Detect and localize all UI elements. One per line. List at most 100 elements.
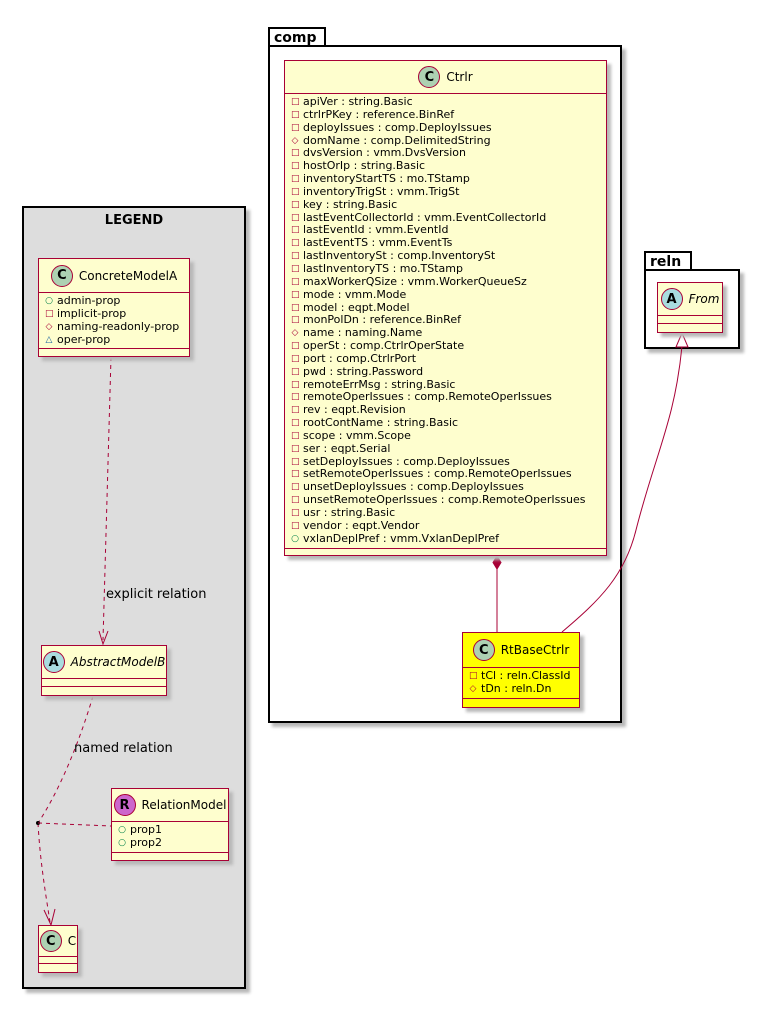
package-reln-tab: reln — [644, 251, 692, 271]
method-list — [463, 699, 579, 707]
visibility-icon: □ — [291, 366, 300, 377]
attribute-text: lastInventoryTS : mo.TStamp — [303, 261, 463, 275]
attribute-row: □key : string.Basic — [291, 197, 606, 212]
attribute-text: hostOrIp : string.Basic — [303, 159, 426, 173]
class-concretemodela[interactable]: C ConcreteModelA ○admin-prop□implicit-pr… — [38, 258, 190, 357]
generalization-arrowhead — [675, 331, 689, 348]
visibility-icon: □ — [291, 508, 300, 518]
attribute-text: prop2 — [130, 835, 162, 849]
attribute-text: pwd : string.Password — [303, 364, 424, 378]
legend-title: LEGEND — [104, 213, 164, 228]
attribute-row: □remoteOperIssues : comp.RemoteOperIssue… — [291, 391, 606, 404]
attribute-row: □inventoryStartTS : mo.TStamp — [291, 172, 606, 186]
attribute-row: □vendor : eqpt.Vendor — [291, 518, 606, 533]
class-rtbasectrlr[interactable]: C RtBaseCtrlr □tCl : reln.ClassId◇tDn : … — [462, 632, 580, 708]
method-list — [658, 324, 722, 332]
attribute-row: □lastEventId : vmm.EventId — [291, 224, 606, 237]
attribute-row: □lastInventoryTS : mo.TStamp — [291, 261, 606, 276]
attribute-row: □implicit-prop — [45, 307, 189, 321]
visibility-icon: □ — [291, 443, 300, 454]
class-stereotype-icon: C — [50, 264, 73, 287]
method-list — [39, 349, 189, 357]
attribute-text: ser : eqpt.Serial — [303, 441, 391, 455]
visibility-icon: □ — [291, 379, 300, 390]
visibility-icon: ◇ — [291, 328, 299, 339]
attribute-row: □rev : eqpt.Revision — [291, 403, 606, 417]
attribute-list — [42, 679, 166, 687]
class-relationmodel[interactable]: R RelationModel ○prop1○prop2 — [111, 788, 229, 861]
attribute-row: □lastEventTS : vmm.EventTs — [291, 236, 606, 250]
attribute-row: □model : eqpt.Model — [291, 301, 606, 315]
attribute-row: □remoteErrMsg : string.Basic — [291, 377, 606, 392]
attribute-row: ○prop2 — [118, 835, 228, 850]
attribute-text: unsetDeployIssues : comp.DeployIssues — [303, 480, 524, 494]
class-name: ConcreteModelA — [78, 268, 178, 283]
class-name: RtBaseCtrlr — [500, 643, 570, 657]
attribute-row: □port : comp.CtrlrPort — [291, 352, 606, 366]
visibility-icon: □ — [291, 186, 300, 197]
visibility-icon: □ — [291, 289, 300, 300]
attribute-row: □mode : vmm.Mode — [291, 288, 606, 302]
attribute-text: admin-prop — [57, 294, 121, 307]
visibility-icon: □ — [291, 430, 300, 441]
attribute-list: ○admin-prop□implicit-prop◇naming-readonl… — [39, 293, 189, 350]
visibility-icon: □ — [291, 482, 300, 493]
visibility-icon: △ — [45, 334, 53, 345]
visibility-icon: □ — [291, 302, 300, 313]
attribute-row: □ser : eqpt.Serial — [291, 441, 606, 456]
visibility-icon: □ — [291, 392, 300, 403]
visibility-icon: □ — [291, 238, 300, 249]
named-relation-edge — [37, 695, 94, 824]
attribute-row: □hostOrIp : string.Basic — [291, 159, 606, 173]
class-abstractmodelb[interactable]: A AbstractModelB — [41, 645, 167, 696]
attribute-row: □pwd : string.Password — [291, 364, 606, 379]
class-stereotype-icon: C — [472, 639, 495, 661]
visibility-icon: □ — [291, 469, 300, 480]
attribute-text: domName : comp.DelimitedString — [303, 133, 491, 147]
attribute-row: □dvsVersion : vmm.DvsVersion — [291, 147, 606, 160]
attribute-text: key : string.Basic — [303, 197, 398, 211]
attribute-text: name : naming.Name — [303, 326, 423, 340]
attribute-text: vxlanDeplPref : vmm.VxlanDeplPref — [303, 531, 500, 545]
attribute-text: vendor : eqpt.Vendor — [303, 518, 420, 532]
attribute-text: lastEventTS : vmm.EventTs — [303, 236, 453, 250]
visibility-icon: □ — [291, 212, 300, 223]
explicit-relation-arrowhead — [98, 630, 109, 646]
class-stereotype-icon: C — [418, 66, 441, 88]
attribute-list — [39, 957, 77, 964]
visibility-icon: □ — [291, 276, 300, 287]
attribute-row: △oper-prop — [45, 333, 189, 347]
method-list — [39, 964, 77, 971]
attribute-row: □setDeployIssues : comp.DeployIssues — [291, 455, 606, 469]
attribute-row: ○vxlanDeplPref : vmm.VxlanDeplPref — [291, 531, 606, 546]
attribute-text: prop1 — [130, 823, 162, 836]
attribute-text: apiVer : string.Basic — [303, 95, 413, 108]
class-c[interactable]: C C — [38, 925, 78, 973]
class-ctrlr[interactable]: C Ctrlr □apiVer : string.Basic□ctrlrPKey… — [284, 60, 607, 556]
attribute-text: remoteErrMsg : string.Basic — [303, 377, 456, 391]
named-relation-label: named relation — [74, 741, 173, 756]
generalization-edge — [561, 345, 683, 633]
visibility-icon: □ — [291, 97, 300, 107]
attribute-row: □scope : vmm.Scope — [291, 429, 606, 443]
visibility-icon: ◇ — [45, 321, 53, 332]
package-comp-name: comp — [274, 30, 317, 46]
attribute-row: □lastInventorySt : comp.InventorySt — [291, 249, 606, 263]
package-reln-name: reln — [650, 254, 682, 270]
visibility-icon: □ — [291, 148, 300, 159]
visibility-icon: □ — [291, 353, 300, 364]
method-list — [285, 549, 606, 557]
visibility-icon: □ — [291, 251, 300, 262]
attribute-row: □tCl : reln.ClassId — [469, 669, 579, 683]
attribute-row: ○prop1 — [118, 823, 228, 837]
attribute-text: inventoryStartTS : mo.TStamp — [303, 172, 470, 186]
method-list — [42, 687, 166, 695]
attribute-text: monPolDn : reference.BinRef — [303, 313, 461, 327]
attribute-row: ◇ name : naming.Name — [291, 326, 606, 340]
attribute-text: lastEventId : vmm.EventId — [303, 223, 449, 237]
named-relation-edge-continued — [37, 822, 51, 923]
class-from[interactable]: A From — [657, 282, 723, 333]
composition-diamond — [492, 555, 502, 570]
